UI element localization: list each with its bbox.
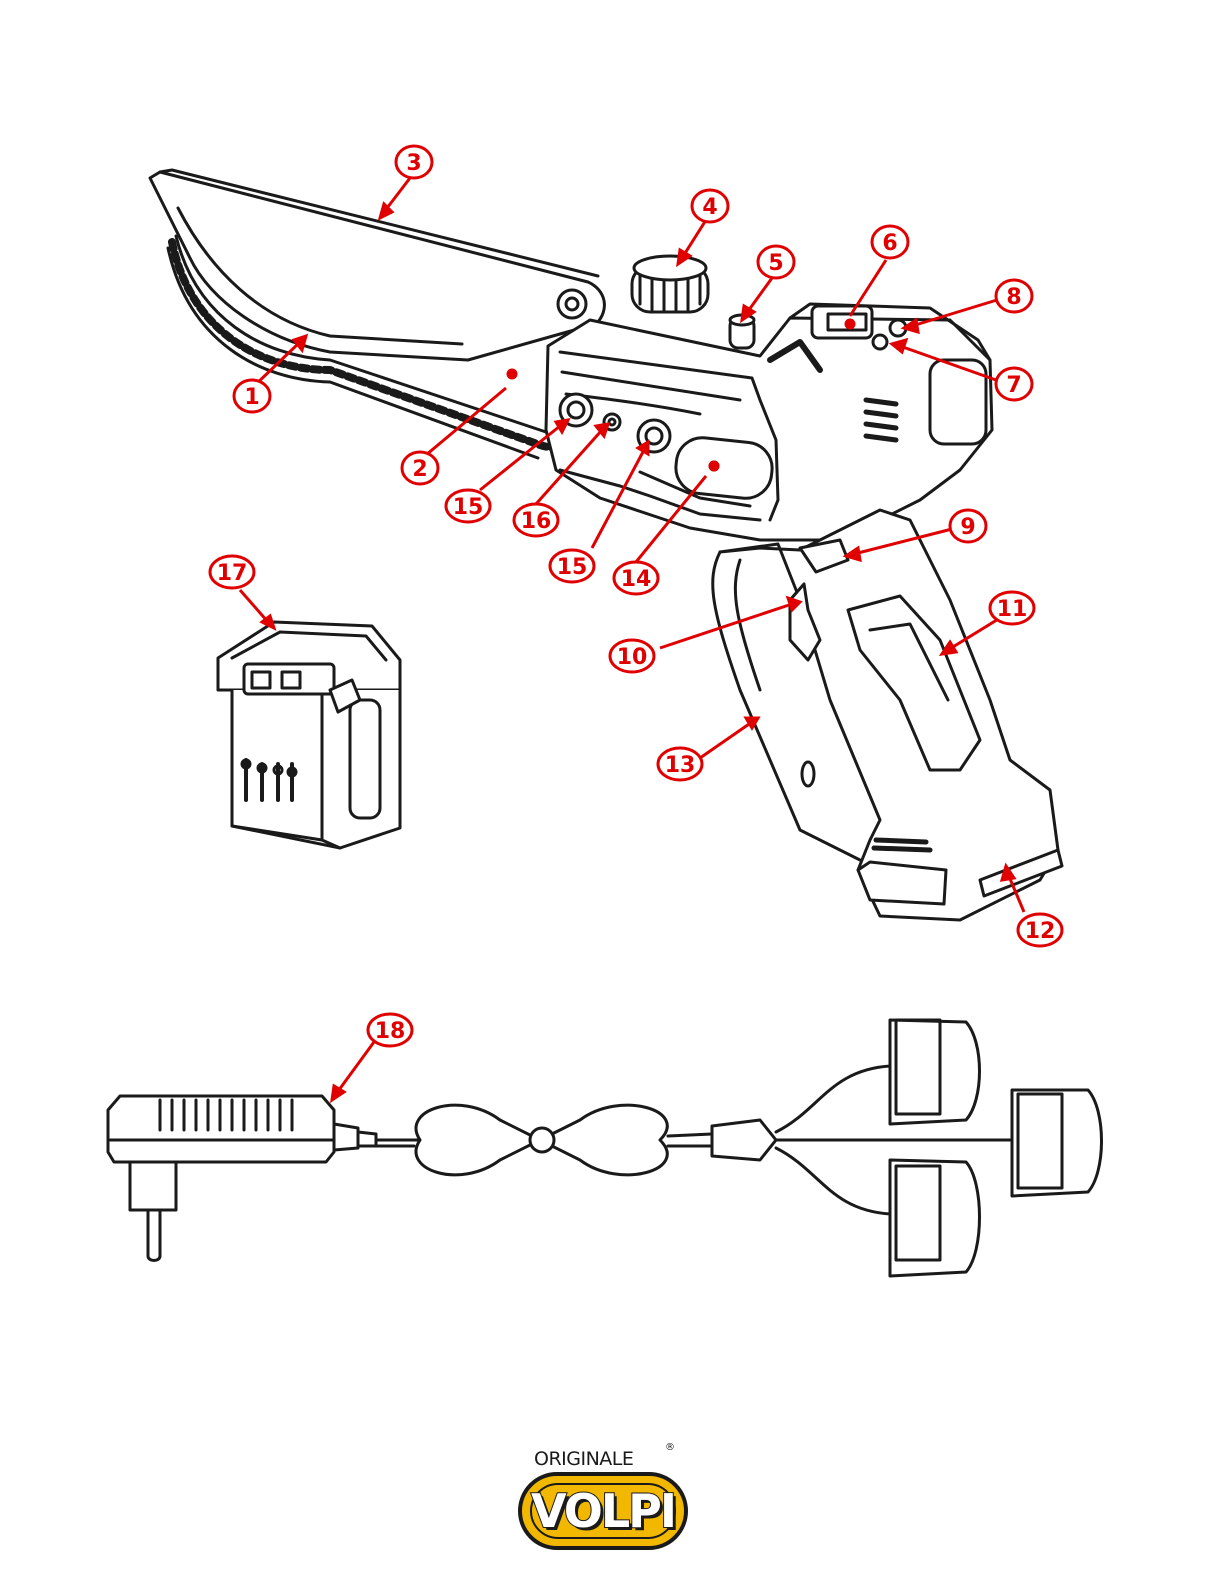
callout-label: 13 (665, 753, 696, 778)
callout-label: 6 (882, 231, 897, 256)
callout-label: 7 (1006, 373, 1021, 398)
callout-label: 5 (768, 251, 783, 276)
callout-label: 17 (217, 561, 248, 586)
callout-label: 10 (617, 645, 648, 670)
callout-4: 4 (692, 190, 728, 222)
brand-logo: ORIGINALE ® VOLPI (516, 1442, 694, 1560)
callout-label: 9 (960, 515, 975, 540)
callout-2: 2 (402, 452, 438, 484)
callout-label: 1 (244, 385, 259, 410)
callout-label: 11 (997, 597, 1028, 622)
callout-14: 14 (614, 562, 658, 594)
logo-main-text: VOLPI (522, 1484, 684, 1538)
callout-11: 11 (990, 592, 1034, 624)
callout-9: 9 (950, 510, 986, 542)
callout-label: 16 (521, 509, 552, 534)
callout-label: 4 (702, 195, 717, 220)
callout-16: 16 (514, 504, 558, 536)
callout-label: 15 (557, 555, 588, 580)
callout-label: 12 (1025, 919, 1056, 944)
callout-label: 2 (412, 457, 427, 482)
callout-label: 8 (1006, 285, 1021, 310)
callout-5: 5 (758, 246, 794, 278)
callout-label: 14 (621, 567, 652, 592)
callout-15a: 15 (446, 490, 490, 522)
callout-label: 3 (406, 151, 421, 176)
logo-badge: VOLPI (518, 1472, 688, 1550)
callout-10: 10 (610, 640, 654, 672)
callout-1: 1 (234, 380, 270, 412)
logo-registered-mark: ® (665, 1442, 675, 1453)
callout-label: 15 (453, 495, 484, 520)
callout-13: 13 (658, 748, 702, 780)
callout-8: 8 (996, 280, 1032, 312)
callout-7: 7 (996, 368, 1032, 400)
callout-3: 3 (396, 146, 432, 178)
callout-6: 6 (872, 226, 908, 258)
logo-top-text: ORIGINALE (534, 1448, 633, 1470)
callout-label: 18 (375, 1019, 406, 1044)
callout-17: 17 (210, 556, 254, 588)
callout-15b: 15 (550, 550, 594, 582)
callout-12: 12 (1018, 914, 1062, 946)
callout-18: 18 (368, 1014, 412, 1046)
